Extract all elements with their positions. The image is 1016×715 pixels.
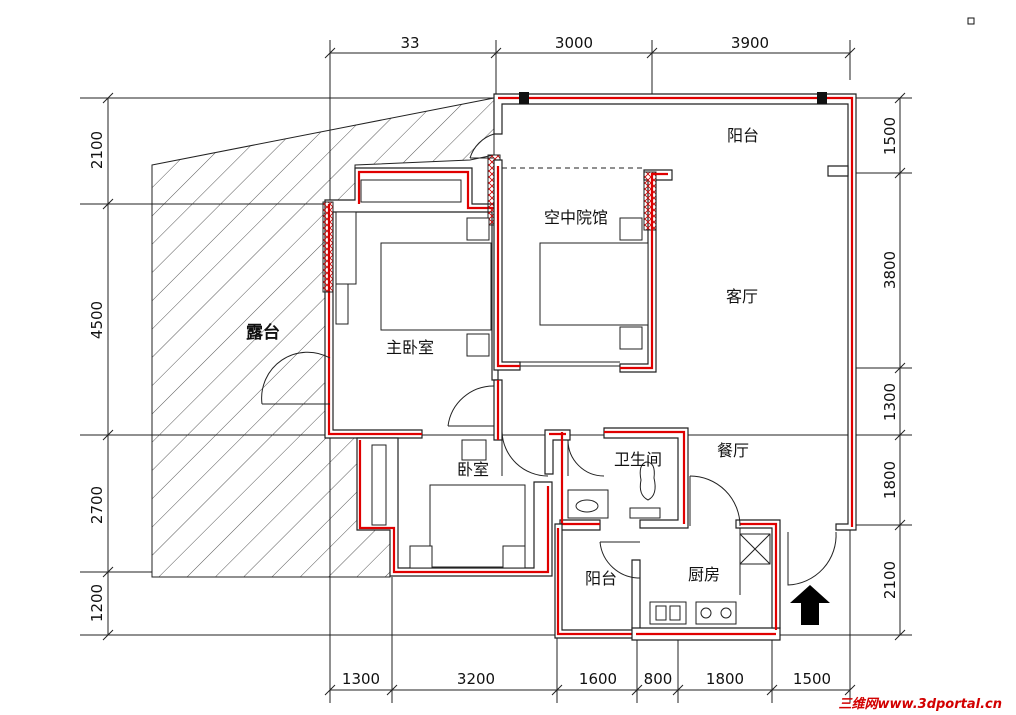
- dim-bottom-1: 1300: [342, 670, 380, 688]
- doors: [261, 133, 837, 586]
- label-master-bedroom: 主卧室: [386, 338, 434, 357]
- left-dimension-chain: 2100 4500 2700 1200: [80, 92, 850, 641]
- label-bathroom: 卫生间: [614, 450, 662, 469]
- dim-right-3: 1300: [881, 383, 899, 421]
- dim-bottom-3: 1600: [579, 670, 617, 688]
- walls: [322, 92, 857, 641]
- label-kitchen: 厨房: [688, 565, 720, 584]
- right-dimension-chain: 1500 3800 1300 1800 2100: [780, 92, 912, 641]
- dim-bottom-4: 800: [644, 670, 673, 688]
- dim-bottom-5: 1800: [706, 670, 744, 688]
- label-bedroom: 卧室: [457, 460, 489, 479]
- dim-left-3: 2700: [88, 486, 106, 524]
- corner-marker: [967, 17, 975, 25]
- label-balcony-bottom: 阳台: [585, 569, 617, 588]
- dim-bottom-6: 1500: [793, 670, 831, 688]
- bottom-dimension-chain: 1300 3200 1600 800 1800 1500: [324, 437, 856, 703]
- dim-right-1: 1500: [881, 117, 899, 155]
- dim-right-2: 3800: [881, 251, 899, 289]
- label-living-room: 客厅: [726, 287, 758, 306]
- dim-top-1: 33: [400, 34, 419, 52]
- watermark: 三维网www.3dportal.cn: [839, 696, 1002, 712]
- label-dining-room: 餐厅: [717, 441, 749, 460]
- dim-top-2: 3000: [555, 34, 593, 52]
- furniture: [335, 179, 771, 625]
- top-dimension-chain: 33 3000 3900: [324, 34, 856, 200]
- dim-bottom-2: 3200: [457, 670, 495, 688]
- label-balcony-top: 阳台: [727, 126, 759, 145]
- label-terrace: 露台: [246, 322, 280, 343]
- dim-top-3: 3900: [731, 34, 769, 52]
- entrance-arrow-icon: [790, 585, 830, 625]
- dim-left-4: 1200: [88, 584, 106, 622]
- dim-right-5: 2100: [881, 561, 899, 599]
- dim-right-4: 1800: [881, 461, 899, 499]
- label-sky-garden: 空中院馆: [544, 208, 608, 227]
- dim-left-1: 2100: [88, 131, 106, 169]
- dim-left-2: 4500: [88, 301, 106, 339]
